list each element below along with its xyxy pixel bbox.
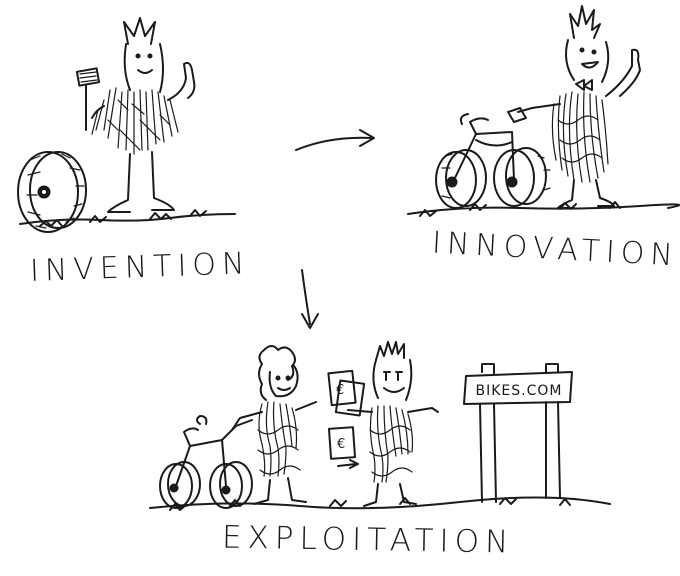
buyer-figure bbox=[231, 345, 317, 505]
arrow-down-icon bbox=[301, 269, 319, 329]
banknote-1 bbox=[327, 369, 357, 407]
banknote-2 bbox=[334, 379, 366, 417]
hammer-icon bbox=[75, 67, 101, 131]
signpost bbox=[463, 363, 573, 503]
seller-figure bbox=[347, 341, 439, 507]
caption-exploitation: EXPLOITATION bbox=[221, 519, 515, 561]
invention-scene bbox=[17, 17, 236, 233]
innovator-figure bbox=[517, 5, 641, 209]
stone-bike-icon bbox=[435, 107, 551, 209]
money-notes bbox=[327, 369, 366, 469]
stone-wheel-icon bbox=[17, 151, 87, 233]
innovation-ground bbox=[407, 201, 680, 217]
euro-symbol-2: € bbox=[337, 437, 345, 452]
arrow-right-icon bbox=[295, 129, 375, 151]
money-arrow-icon bbox=[337, 459, 359, 469]
caveman-figure bbox=[91, 17, 196, 213]
sign-label: BIKES.COM bbox=[475, 383, 563, 399]
innovation-scene bbox=[407, 5, 680, 217]
exploitation-ground bbox=[149, 496, 611, 511]
stone-bike-2-icon bbox=[159, 415, 253, 509]
banknote-3 bbox=[327, 426, 357, 460]
exploitation-scene: € € bbox=[149, 341, 611, 511]
euro-symbol-1: € bbox=[336, 383, 344, 398]
sign-board bbox=[463, 371, 573, 405]
